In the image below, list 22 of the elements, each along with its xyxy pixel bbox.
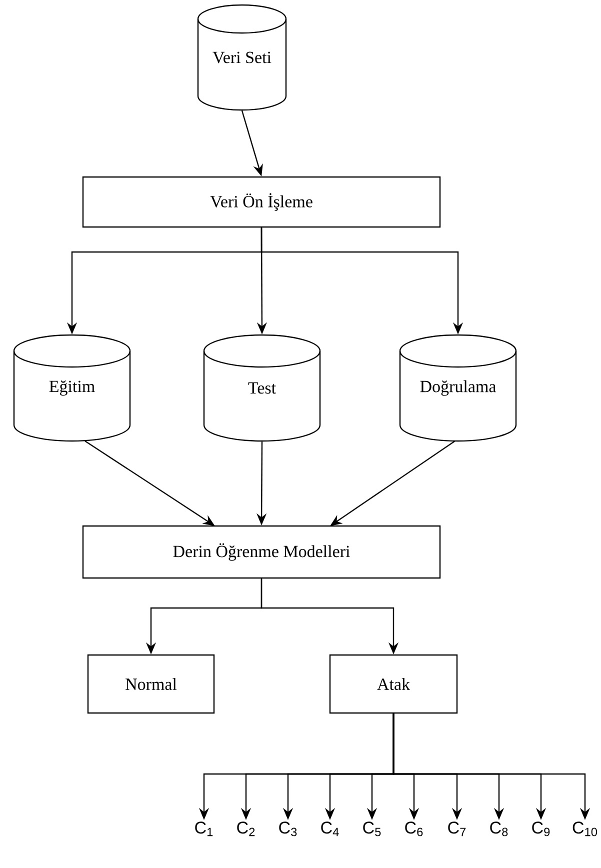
class-label: C$_{3}$ [279, 822, 297, 836]
process-box: Normal [87, 654, 215, 714]
class-label: C$_{8}$ [490, 822, 508, 836]
process-box: Atak [329, 654, 458, 714]
database-cylinder: Test [203, 334, 321, 442]
class-label: C$_{1}$ [195, 822, 213, 836]
process-box: Veri Ön İşleme [82, 176, 441, 228]
node-label: Doğrulama [420, 380, 496, 396]
class-label: C$_{6}$ [405, 822, 423, 836]
class-label: C$_{5}$ [363, 822, 381, 836]
class-label: C$_{10}$ [572, 822, 598, 836]
class-label: C$_{9}$ [532, 822, 550, 836]
class-label: C$_{7}$ [448, 822, 466, 836]
database-cylinder: Doğrulama [399, 334, 517, 442]
node-label: Test [248, 382, 276, 394]
class-label: C$_{4}$ [321, 822, 339, 836]
node-label: Veri Seti [212, 52, 272, 64]
database-cylinder: Eğitim [13, 334, 131, 442]
process-box: Derin Öğrenme Modelleri [82, 525, 441, 579]
database-cylinder: Veri Seti [197, 4, 287, 111]
class-label: C$_{2}$ [237, 822, 255, 836]
node-label: Eğitim [49, 380, 95, 396]
